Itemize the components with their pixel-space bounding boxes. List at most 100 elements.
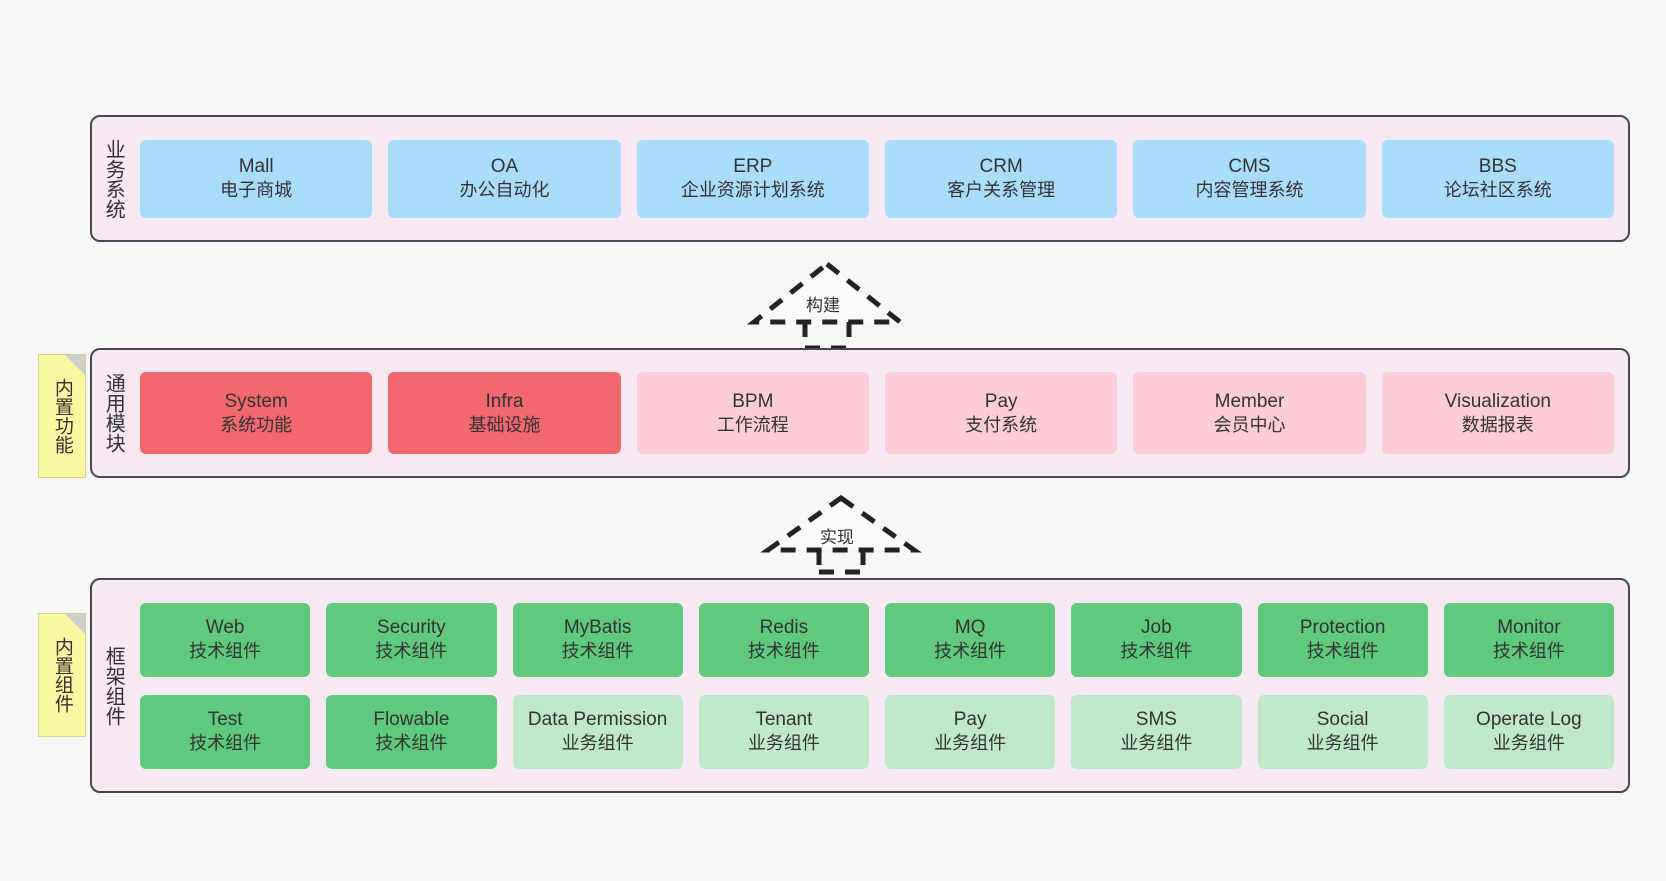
layer-body-module: System 系统功能 Infra 基础设施 BPM 工作流程 Pay 支付系统… — [134, 350, 1628, 476]
node-title: Pay — [953, 709, 987, 731]
layer-framework-component: 框架组件 Web 技术组件 Security 技术组件 MyBatis 技术组件… — [90, 578, 1630, 793]
node-crm[interactable]: CRM 客户关系管理 — [884, 139, 1118, 218]
node-title: Mall — [238, 156, 274, 178]
node-subtitle: 企业资源计划系统 — [680, 180, 825, 201]
node-subtitle: 技术组件 — [189, 641, 262, 662]
node-title: Redis — [759, 617, 809, 639]
node-social[interactable]: Social 业务组件 — [1257, 694, 1428, 769]
node-title: OA — [490, 156, 519, 178]
node-job[interactable]: Job 技术组件 — [1071, 602, 1242, 677]
node-title: Security — [377, 617, 446, 639]
node-title: MQ — [954, 617, 986, 639]
node-flowable[interactable]: Flowable 技术组件 — [326, 694, 497, 769]
node-member[interactable]: Member 会员中心 — [1133, 372, 1366, 454]
node-oa[interactable]: OA 办公自动化 — [388, 139, 621, 218]
node-title: Tenant — [755, 709, 813, 731]
node-row: Test 技术组件 Flowable 技术组件 Data Permission … — [140, 694, 1614, 769]
node-title: CRM — [979, 156, 1023, 178]
node-bbs[interactable]: BBS 论坛社区系统 — [1381, 139, 1614, 218]
node-subtitle: 系统功能 — [220, 414, 293, 435]
node-row: Mall 电子商城 OA 办公自动化 ERP 企业资源计划系统 CRM 客户关系… — [140, 139, 1614, 218]
node-subtitle: 技术组件 — [747, 641, 820, 662]
node-subtitle: 基础设施 — [468, 414, 541, 435]
node-subtitle: 技术组件 — [1306, 641, 1379, 662]
node-cms[interactable]: CMS 内容管理系统 — [1133, 139, 1366, 218]
node-title: Protection — [1299, 617, 1386, 639]
node-title: Infra — [485, 390, 524, 412]
node-title: System — [224, 390, 288, 412]
node-subtitle: 业务组件 — [1306, 733, 1379, 754]
node-security[interactable]: Security 技术组件 — [326, 602, 497, 677]
node-subtitle: 电子商城 — [220, 180, 293, 201]
node-title: SMS — [1135, 709, 1177, 731]
layer-business-system: 业务系统 Mall 电子商城 OA 办公自动化 ERP 企业资源计划系统 CRM… — [90, 115, 1630, 242]
node-title: Data Permission — [527, 709, 668, 731]
node-test[interactable]: Test 技术组件 — [140, 694, 311, 769]
node-subtitle: 业务组件 — [1492, 733, 1565, 754]
node-title: Visualization — [1444, 390, 1551, 412]
node-visualization[interactable]: Visualization 数据报表 — [1381, 372, 1614, 454]
node-subtitle: 技术组件 — [189, 733, 262, 754]
node-title: Social — [1316, 709, 1369, 731]
node-title: Test — [207, 709, 243, 731]
node-subtitle: 技术组件 — [934, 641, 1007, 662]
node-tenant[interactable]: Tenant 业务组件 — [698, 694, 869, 769]
node-title: Member — [1214, 390, 1285, 412]
node-mall[interactable]: Mall 电子商城 — [140, 139, 373, 218]
node-subtitle: 工作流程 — [716, 414, 789, 435]
node-row: System 系统功能 Infra 基础设施 BPM 工作流程 Pay 支付系统… — [140, 372, 1614, 454]
node-subtitle: 业务组件 — [934, 733, 1007, 754]
connector-implement-arrow — [760, 494, 922, 575]
layer-title-business: 业务系统 — [102, 138, 125, 219]
node-protection[interactable]: Protection 技术组件 — [1257, 602, 1428, 677]
node-row: Web 技术组件 Security 技术组件 MyBatis 技术组件 Redi… — [140, 602, 1614, 677]
layer-body-business: Mall 电子商城 OA 办公自动化 ERP 企业资源计划系统 CRM 客户关系… — [134, 117, 1628, 240]
layer-title-module: 通用模块 — [102, 373, 125, 453]
node-subtitle: 会员中心 — [1213, 414, 1286, 435]
node-data-permission[interactable]: Data Permission 业务组件 — [512, 694, 683, 769]
layer-common-module: 通用模块 System 系统功能 Infra 基础设施 BPM 工作流程 Pay… — [90, 348, 1630, 478]
node-mybatis[interactable]: MyBatis 技术组件 — [512, 602, 683, 677]
node-system[interactable]: System 系统功能 — [140, 372, 373, 454]
node-subtitle: 内容管理系统 — [1195, 180, 1304, 201]
node-subtitle: 技术组件 — [561, 641, 634, 662]
layer-body-framework: Web 技术组件 Security 技术组件 MyBatis 技术组件 Redi… — [134, 580, 1628, 791]
node-subtitle: 业务组件 — [747, 733, 820, 754]
node-monitor[interactable]: Monitor 技术组件 — [1443, 602, 1614, 677]
node-title: CMS — [1228, 156, 1271, 178]
node-title: Monitor — [1497, 617, 1561, 639]
node-title: Flowable — [373, 709, 450, 731]
node-subtitle: 技术组件 — [375, 733, 448, 754]
node-sms[interactable]: SMS 业务组件 — [1071, 694, 1242, 769]
node-infra[interactable]: Infra 基础设施 — [388, 372, 621, 454]
node-erp[interactable]: ERP 企业资源计划系统 — [636, 139, 869, 218]
connector-implement-label: 实现 — [820, 528, 854, 547]
node-pay[interactable]: Pay 支付系统 — [884, 372, 1118, 454]
layer-title-framework: 框架组件 — [102, 645, 125, 726]
connector-build-label: 构建 — [806, 296, 840, 315]
node-subtitle: 办公自动化 — [459, 180, 550, 201]
node-subtitle: 技术组件 — [1492, 641, 1565, 662]
node-title: Web — [205, 617, 245, 639]
node-title: BPM — [732, 390, 774, 412]
node-subtitle: 技术组件 — [1120, 641, 1193, 662]
node-redis[interactable]: Redis 技术组件 — [698, 602, 869, 677]
node-subtitle: 数据报表 — [1461, 414, 1534, 435]
node-title: Pay — [984, 390, 1018, 412]
node-subtitle: 技术组件 — [375, 641, 448, 662]
node-title: Job — [1141, 617, 1172, 639]
node-pay-component[interactable]: Pay 业务组件 — [885, 694, 1056, 769]
note-builtin-component: 内置组件 — [38, 613, 86, 737]
node-title: MyBatis — [563, 617, 632, 639]
node-subtitle: 客户关系管理 — [947, 180, 1056, 201]
node-mq[interactable]: MQ 技术组件 — [885, 602, 1056, 677]
node-title: ERP — [733, 156, 773, 178]
node-bpm[interactable]: BPM 工作流程 — [636, 372, 869, 454]
node-title: Operate Log — [1476, 709, 1582, 731]
note-builtin-function: 内置功能 — [38, 354, 86, 478]
node-subtitle: 业务组件 — [561, 733, 634, 754]
node-subtitle: 支付系统 — [965, 414, 1038, 435]
node-web[interactable]: Web 技术组件 — [140, 602, 311, 677]
node-operate-log[interactable]: Operate Log 业务组件 — [1443, 694, 1614, 769]
